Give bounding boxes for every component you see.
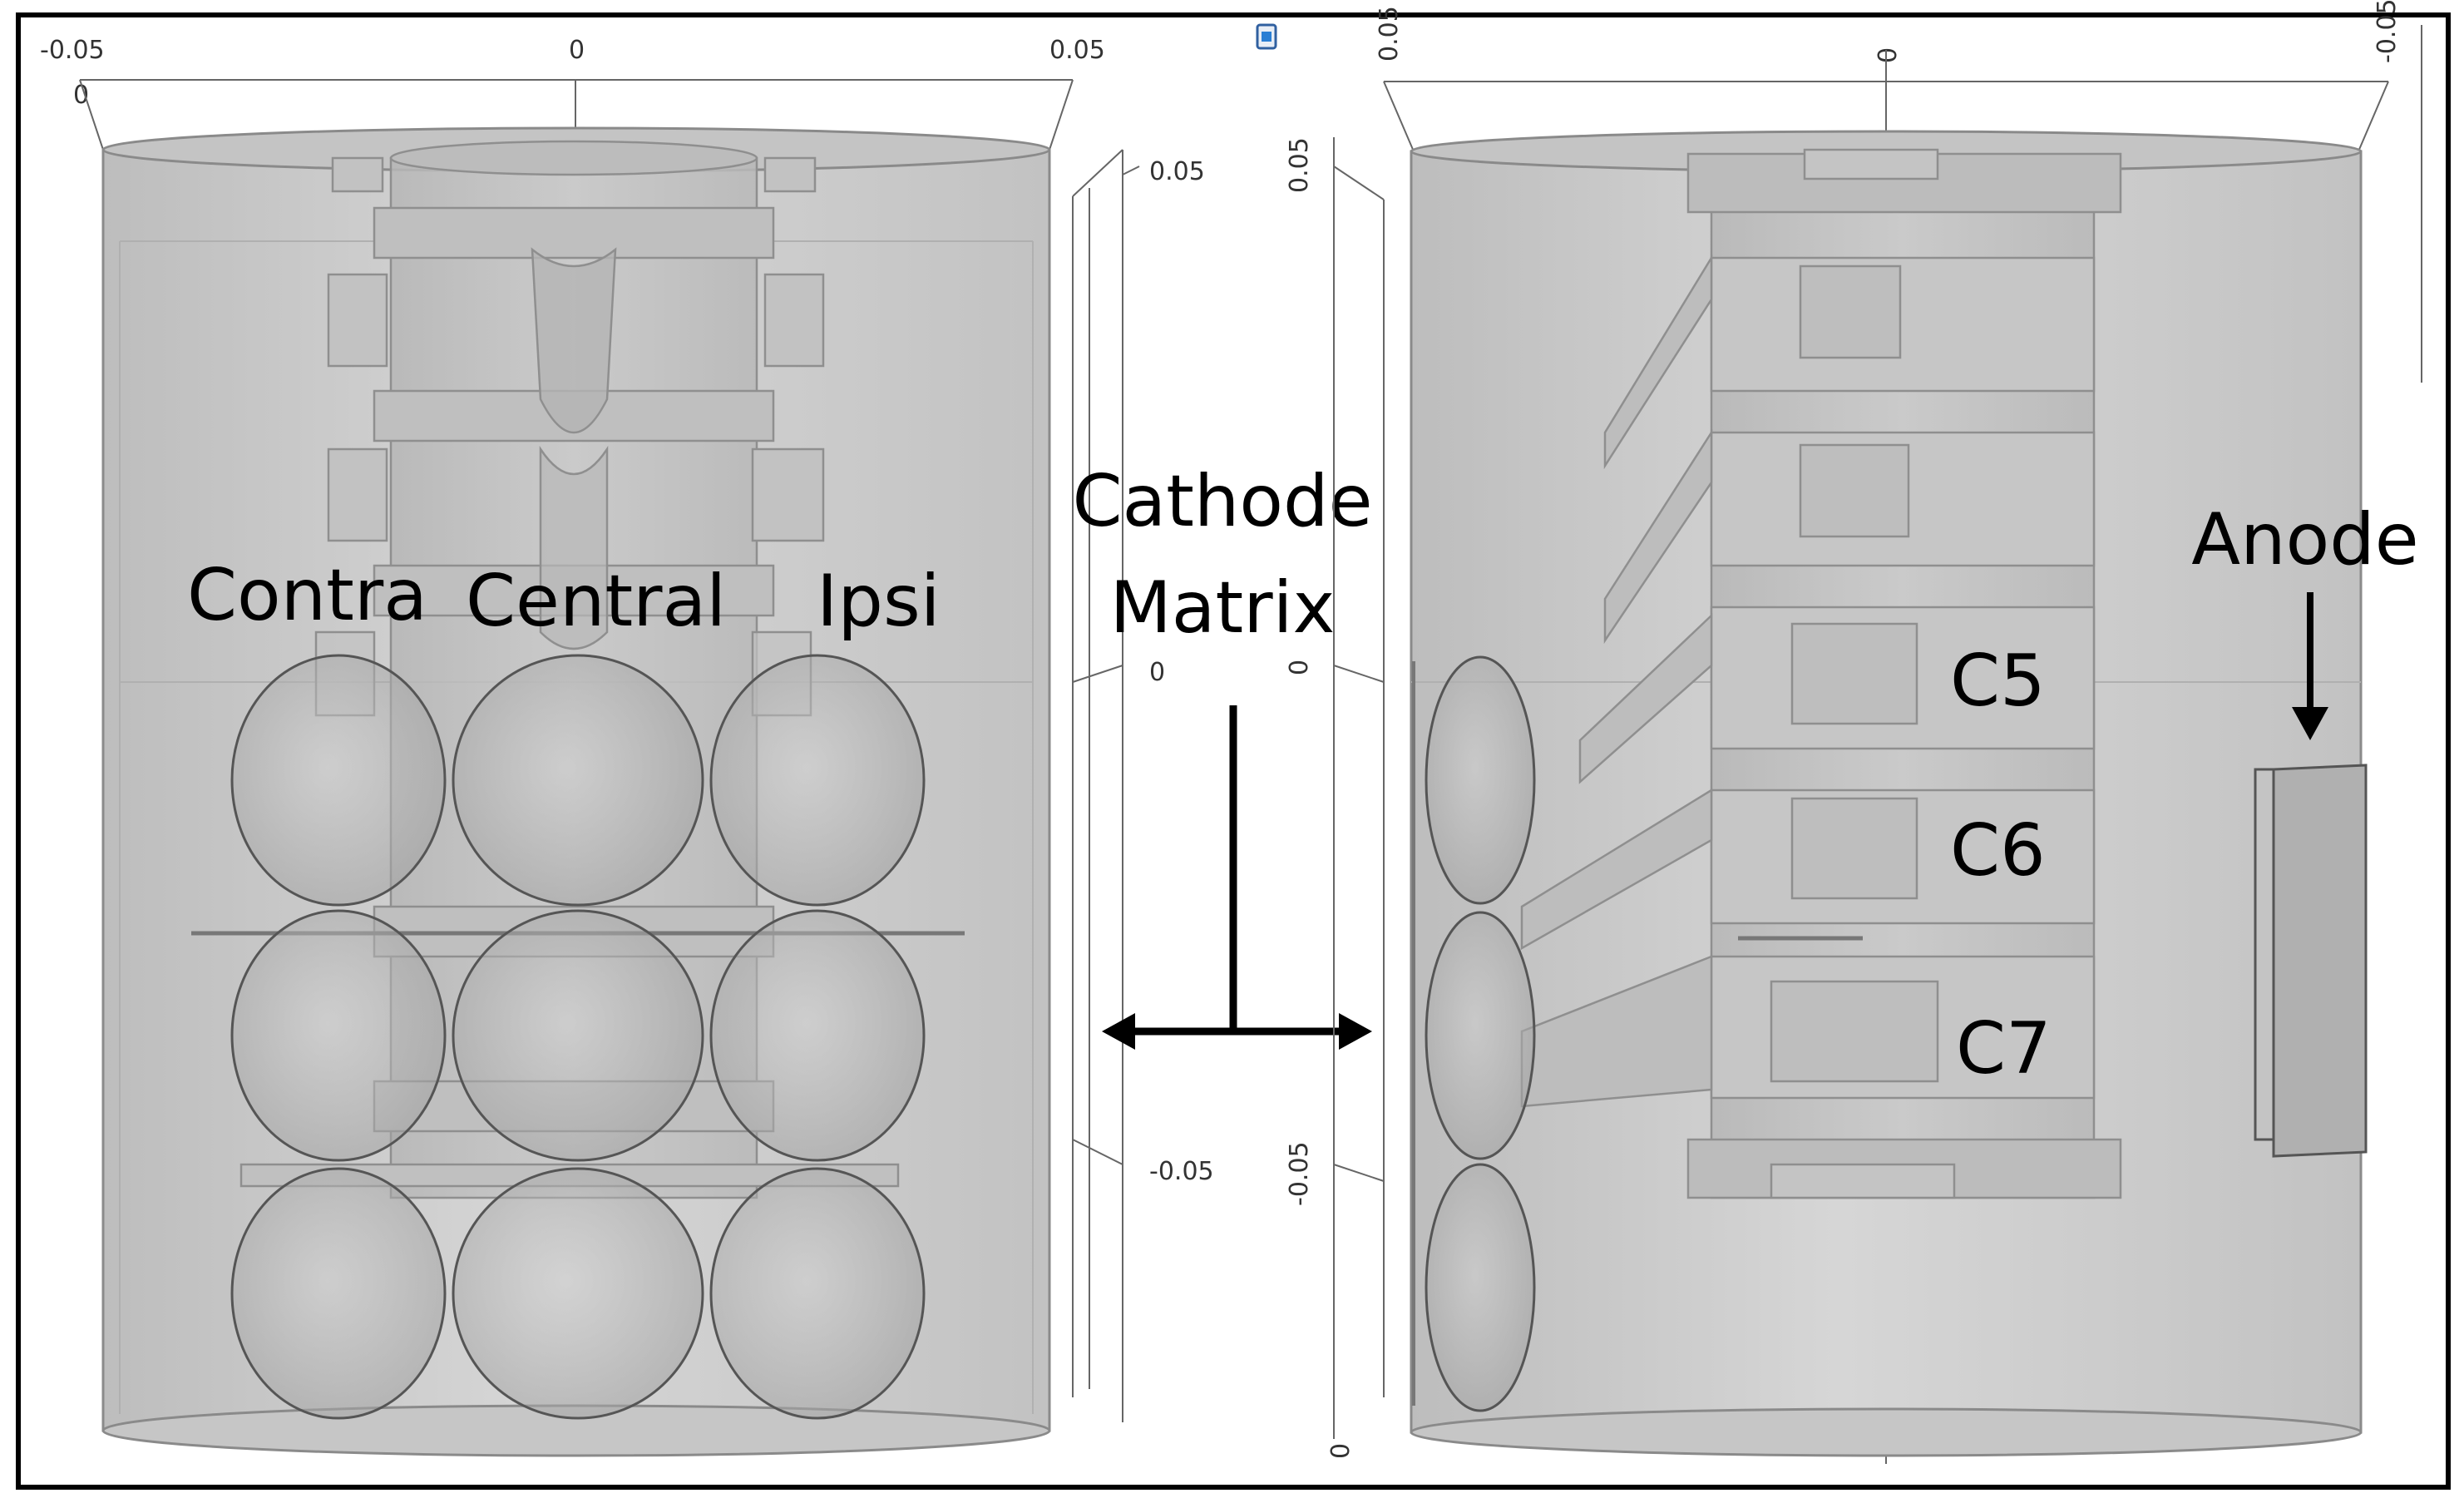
cathode-disc — [709, 909, 926, 1162]
left-bounding-box — [79, 79, 1140, 1422]
cathode-label-line2: Matrix — [1110, 566, 1336, 650]
right-axis-left-tick-1: 0.05 — [1285, 137, 1314, 193]
left-cathode-matrix — [230, 654, 926, 1420]
cathode-disc-side — [1425, 655, 1536, 905]
arrow-left-icon — [1102, 1013, 1135, 1050]
cathode-disc — [709, 654, 926, 907]
arrow-right-icon — [1339, 1013, 1372, 1050]
right-axis-left-tick-2: 0 — [1285, 660, 1314, 675]
column-label-contra: Contra — [187, 554, 427, 637]
left-axis-right-tick-3: -0.05 — [1149, 1157, 1214, 1186]
cathode-annotation: Cathode Matrix — [1072, 460, 1373, 1050]
right-cathode-discs — [1412, 655, 1536, 1412]
left-axis-right-tick-1: 0.05 — [1149, 157, 1205, 186]
cathode-disc — [452, 909, 704, 1162]
left-axis-top-tick-3: 0.05 — [1049, 36, 1105, 65]
left-axis-top-tick-1: -0.05 — [40, 36, 105, 65]
column-label-ipsi: Ipsi — [817, 560, 941, 643]
cathode-disc — [230, 654, 447, 907]
cathode-label-line1: Cathode — [1072, 460, 1372, 543]
cathode-disc — [230, 1167, 447, 1420]
anode-electrode — [2254, 764, 2368, 1158]
right-view: 0.05 0 -0.05 0 0.05 0 -0.05 — [1285, 0, 2422, 1464]
right-axis-left-tick-3: -0.05 — [1285, 1141, 1314, 1206]
right-axis-top-tick-1: 0.05 — [1375, 6, 1404, 62]
left-view: -0.05 0 0.05 0 0.05 0 -0.05 — [40, 36, 1214, 1457]
cathode-disc — [452, 654, 704, 907]
vertebra-label-c5: C5 — [1950, 640, 2046, 723]
cathode-disc — [230, 909, 447, 1162]
column-label-central: Central — [466, 560, 726, 643]
left-axis-right-tick-2: 0 — [1149, 658, 1165, 687]
arrow-down-icon — [2292, 707, 2328, 740]
cathode-disc-side — [1425, 911, 1536, 1160]
left-axis-top-tick-2: 0 — [569, 36, 585, 65]
cathode-disc — [709, 1167, 926, 1420]
right-axis-left-tick-4: 0 — [1326, 1443, 1355, 1459]
left-axis-corner-tick: 0 — [73, 81, 89, 110]
cathode-disc-side — [1425, 1163, 1536, 1412]
right-spine — [1520, 148, 2122, 1199]
cathode-disc — [452, 1167, 704, 1420]
right-axis-top-tick-2: 0 — [1874, 47, 1903, 63]
anode-label: Anode — [2191, 498, 2418, 581]
vertebra-label-c6: C6 — [1950, 809, 2046, 892]
right-axis-top-tick-3: -0.05 — [2373, 0, 2402, 63]
vertebra-label-c7: C7 — [1956, 1007, 2052, 1090]
toolbar-icon[interactable] — [1256, 23, 1277, 50]
